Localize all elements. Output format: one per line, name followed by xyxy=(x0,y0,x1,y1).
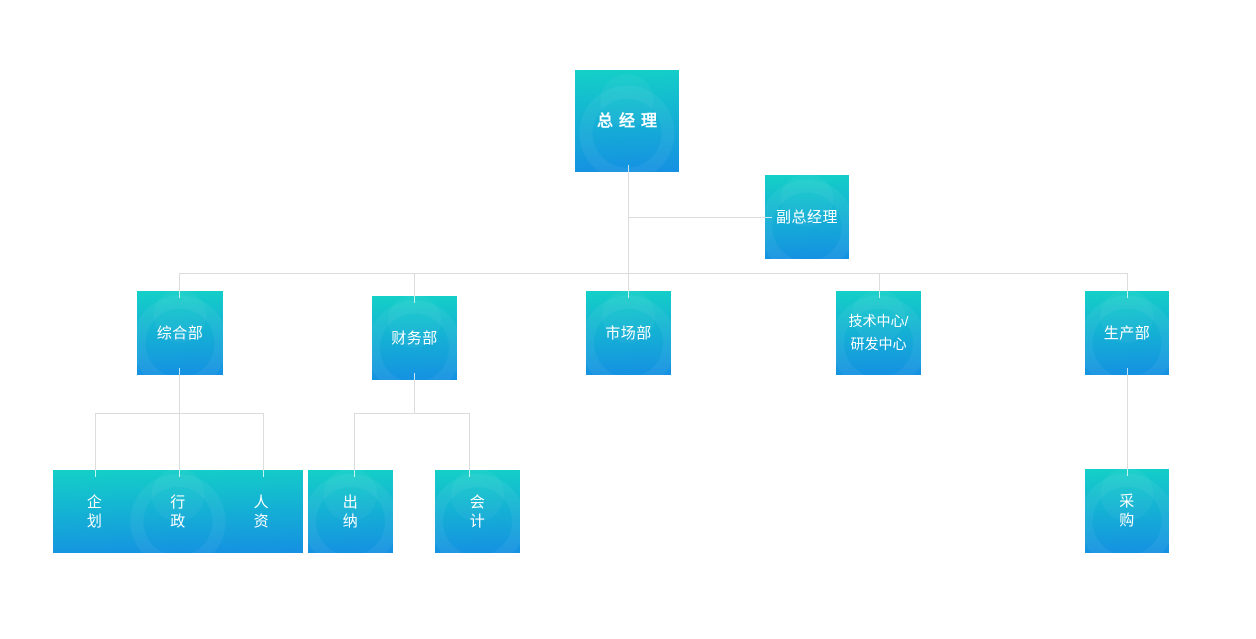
org-node-cashier: 出 纳 xyxy=(308,470,393,553)
org-node-label: 人 资 xyxy=(253,493,270,530)
org-node-label: 生产部 xyxy=(1103,324,1151,342)
org-node-planning: 企 划 xyxy=(53,493,136,531)
connector-finance-down xyxy=(414,380,415,413)
connector-drop-production xyxy=(1127,273,1128,291)
connector-level2-rail xyxy=(179,273,1128,274)
org-node-tech-rd-center: 技术中心/ 研发中心 xyxy=(836,291,921,375)
connector-drop-finance xyxy=(414,273,415,296)
connector-tick xyxy=(765,217,772,218)
connector-tick xyxy=(1127,469,1128,476)
org-node-label: 副总经理 xyxy=(775,208,838,226)
org-node-label: 技术中心/ 研发中心 xyxy=(848,313,909,352)
connector-tick xyxy=(414,296,415,303)
connector-drop-planning xyxy=(95,413,96,470)
org-node-general-manager: 总经理 xyxy=(575,70,679,172)
connector-deputy-horizontal xyxy=(628,217,765,218)
org-node-label: 行 政 xyxy=(170,493,186,530)
connector-production-down xyxy=(1127,375,1128,469)
org-node-label: 综合部 xyxy=(156,324,204,342)
org-node-label: 出 纳 xyxy=(342,493,359,530)
connector-drop-administration xyxy=(179,413,180,470)
org-node-administration: 行 政 xyxy=(136,493,219,531)
connector-drop-cashier xyxy=(354,413,355,470)
connector-drop-general-affairs xyxy=(179,273,180,291)
connector-drop-accounting xyxy=(469,413,470,470)
connector-tick xyxy=(628,165,629,172)
org-node-procurement: 采 购 xyxy=(1085,469,1169,553)
connector-tick xyxy=(179,291,180,298)
org-node-label: 企 划 xyxy=(86,493,103,530)
org-node-label: 总经理 xyxy=(596,112,663,130)
org-node-finance-dept: 财务部 xyxy=(372,296,457,380)
connector-general-affairs-down xyxy=(179,375,180,413)
connector-tick xyxy=(263,470,264,477)
connector-tick xyxy=(469,470,470,477)
org-node-deputy-general-manager: 副总经理 xyxy=(765,175,849,259)
org-node-human-resources: 人 资 xyxy=(220,493,303,531)
org-node-accounting: 会 计 xyxy=(435,470,520,553)
org-node-label: 财务部 xyxy=(391,329,438,347)
connector-drop-marketing xyxy=(628,273,629,291)
connector-tick xyxy=(179,368,180,375)
org-node-label: 市场部 xyxy=(605,324,652,342)
connector-finance-rail xyxy=(354,413,470,414)
connector-tick xyxy=(1127,368,1128,375)
connector-tick xyxy=(1127,291,1128,298)
connector-tick xyxy=(354,470,355,477)
org-node-general-affairs-dept: 综合部 xyxy=(137,291,223,375)
org-node-label: 会 计 xyxy=(469,493,486,530)
org-node-marketing-dept: 市场部 xyxy=(586,291,671,375)
connector-drop-tech-center xyxy=(879,273,880,291)
connector-tick xyxy=(879,291,880,298)
org-node-production-dept: 生产部 xyxy=(1085,291,1169,375)
org-node-label: 采 购 xyxy=(1119,493,1135,529)
connector-tick xyxy=(628,291,629,298)
connector-tick xyxy=(414,373,415,380)
connector-gm-vertical xyxy=(628,172,629,274)
org-node-group-planning-admin-hr: 企 划 行 政 人 资 xyxy=(53,470,303,553)
connector-tick xyxy=(179,470,180,477)
connector-tick xyxy=(95,470,96,477)
connector-drop-human-resources xyxy=(263,413,264,470)
